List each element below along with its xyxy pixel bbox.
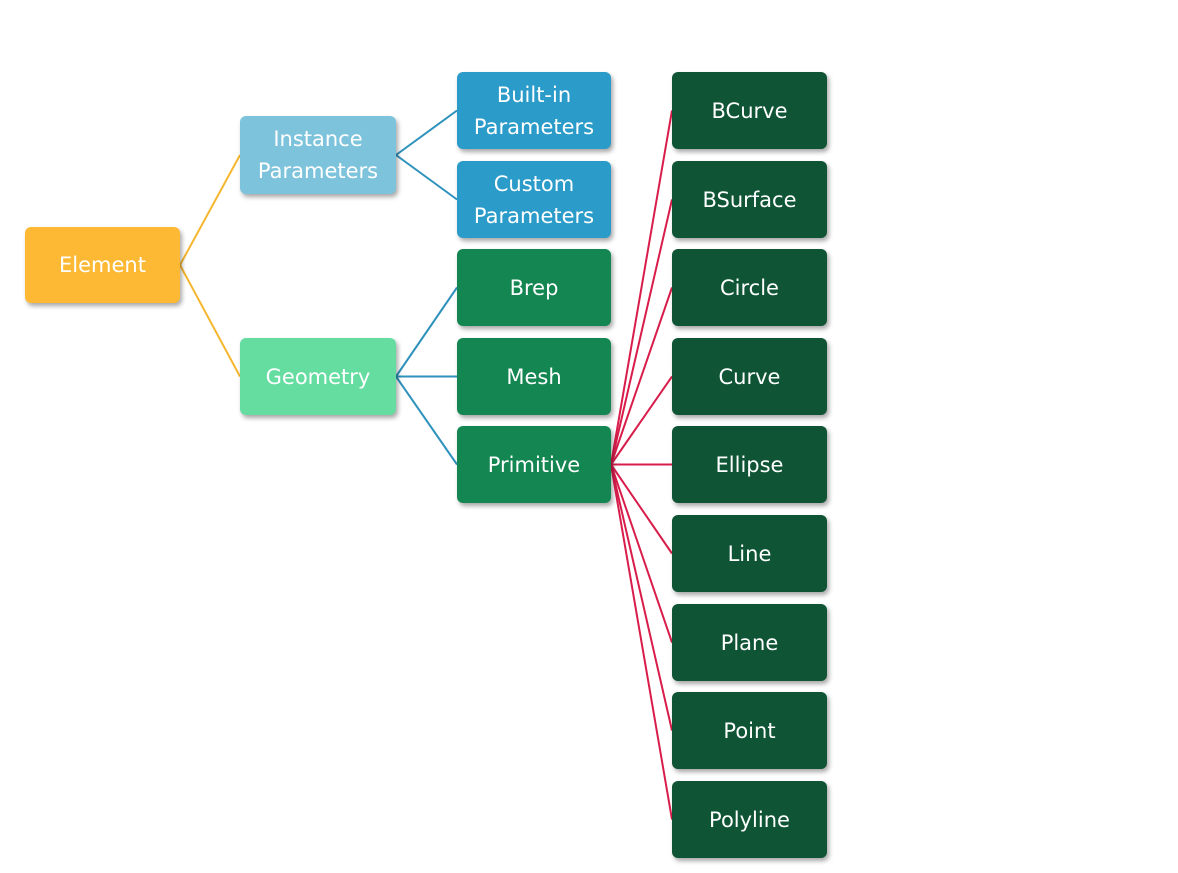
node-geometry[interactable]: Geometry — [240, 338, 396, 415]
edge-geometry-brep — [395, 286, 458, 378]
edge-primitive-bsurface — [610, 199, 673, 465]
node-instance-parameters[interactable]: Instance Parameters — [240, 116, 396, 194]
node-point[interactable]: Point — [672, 692, 827, 769]
node-curve[interactable]: Curve — [672, 338, 827, 415]
node-primitive[interactable]: Primitive — [457, 426, 611, 503]
edge-primitive-polyline — [610, 464, 673, 820]
edge-primitive-curve — [610, 375, 673, 466]
edge-instance_parameters-custom_parameters — [395, 154, 458, 201]
node-line[interactable]: Line — [672, 515, 827, 592]
node-mesh[interactable]: Mesh — [457, 338, 611, 415]
edge-primitive-bcurve — [610, 110, 673, 465]
node-element[interactable]: Element — [25, 227, 180, 303]
node-bcurve[interactable]: BCurve — [672, 72, 827, 149]
node-circle[interactable]: Circle — [672, 249, 827, 326]
node-ellipse[interactable]: Ellipse — [672, 426, 827, 503]
node-polyline[interactable]: Polyline — [672, 781, 827, 858]
node-builtin-parameters[interactable]: Built-in Parameters — [457, 72, 611, 149]
edge-instance_parameters-builtin_parameters — [395, 109, 458, 156]
node-custom-parameters[interactable]: Custom Parameters — [457, 161, 611, 238]
edge-primitive-plane — [610, 464, 673, 643]
node-bsurface[interactable]: BSurface — [672, 161, 827, 238]
edge-primitive-circle — [610, 287, 673, 465]
node-brep[interactable]: Brep — [457, 249, 611, 326]
node-plane[interactable]: Plane — [672, 604, 827, 681]
edge-geometry-primitive — [395, 375, 458, 466]
edge-element-instance_parameters — [179, 154, 241, 266]
edge-primitive-point — [610, 464, 673, 731]
edge-primitive-line — [610, 463, 673, 555]
edge-element-geometry — [179, 264, 241, 377]
